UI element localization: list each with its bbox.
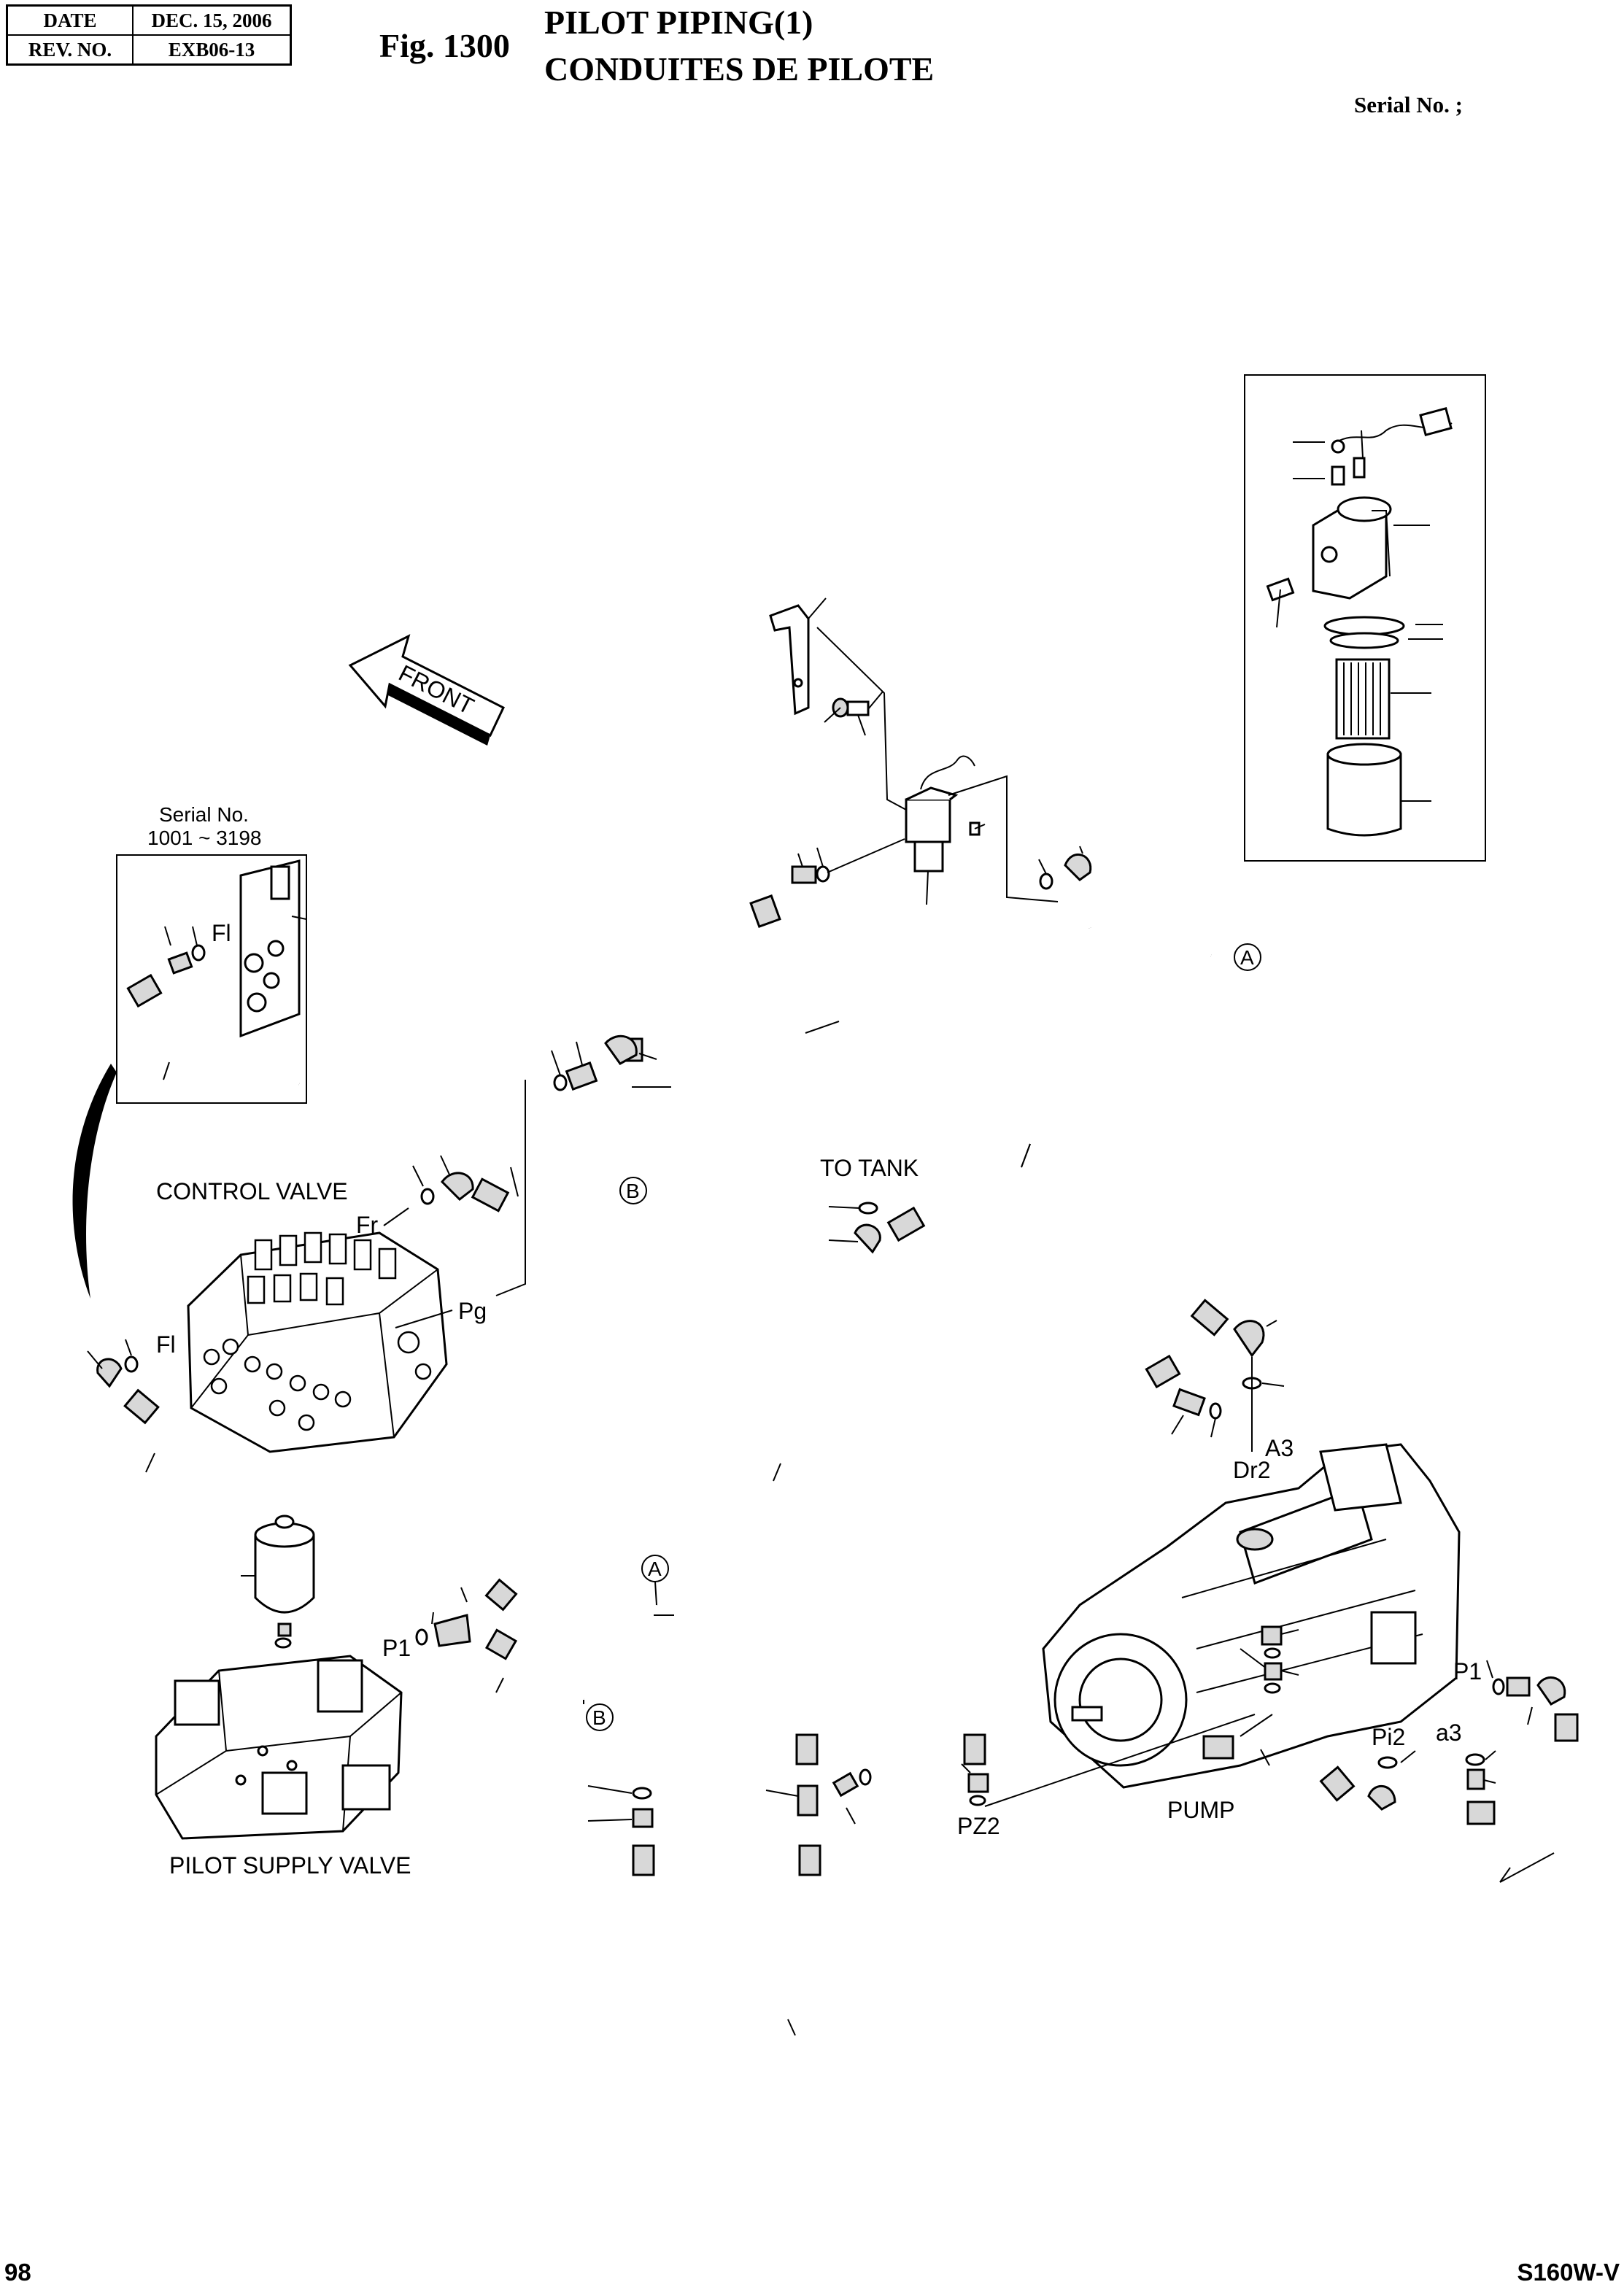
port-p1-pump: P1 bbox=[1453, 1658, 1482, 1684]
port-fr: Fr bbox=[356, 1212, 379, 1238]
date-value: DEC. 15, 2006 bbox=[132, 4, 292, 36]
revision-table: DATE DEC. 15, 2006 REV. NO. EXB06-13 bbox=[6, 4, 292, 66]
callout-a-lower: A bbox=[641, 1555, 669, 1582]
port-a3: A3 bbox=[1265, 1435, 1294, 1461]
a3-fittings: A3 Dr2 bbox=[1171, 1320, 1294, 1483]
callout-b-upper: B bbox=[619, 1177, 647, 1204]
title-french: CONDUITES DE PILOTE bbox=[544, 50, 935, 88]
port-a3-lower: a3 bbox=[1436, 1720, 1462, 1746]
control-valve-fittings bbox=[87, 1034, 671, 1388]
callout-a-upper: A bbox=[1234, 943, 1261, 971]
pressure-switch-assembly bbox=[769, 597, 1059, 905]
port-dr2: Dr2 bbox=[1233, 1457, 1271, 1483]
date-label: DATE bbox=[6, 4, 134, 36]
control-valve: CONTROL VALVE Fr Pg Fl bbox=[156, 1178, 487, 1453]
pilot-supply-valve-label: PILOT SUPPLY VALVE bbox=[169, 1852, 411, 1879]
port-pz2: PZ2 bbox=[957, 1813, 1000, 1839]
inset-pointer-arrow bbox=[72, 1064, 117, 1299]
rev-label: REV. NO. bbox=[6, 34, 134, 66]
callout-b-lower-text: B bbox=[592, 1706, 606, 1729]
title-english: PILOT PIPING(1) bbox=[544, 4, 813, 41]
hydraulic-pump: PUMP bbox=[1042, 1443, 1461, 1823]
model-number: S160W-V bbox=[1517, 2259, 1620, 2286]
port-pi2: Pi2 bbox=[1372, 1724, 1405, 1750]
page-number: 98 bbox=[4, 2259, 31, 2286]
pump-label: PUMP bbox=[1167, 1797, 1234, 1823]
switch-fittings bbox=[791, 838, 1092, 890]
port-pg: Pg bbox=[458, 1298, 487, 1324]
pump-fittings: P1 Pi2 a3 bbox=[1261, 1625, 1566, 1883]
front-arrow: FRONT bbox=[348, 634, 505, 746]
tank-fittings: TO TANK bbox=[820, 1143, 1031, 1254]
inset-serial-line1: Serial No. bbox=[159, 803, 249, 826]
inset-serial-line2: 1001 ~ 3198 bbox=[147, 827, 262, 849]
to-tank-label: TO TANK bbox=[820, 1155, 919, 1181]
port-fl-inset: Fl bbox=[212, 920, 231, 946]
callout-a-lower-text: A bbox=[648, 1558, 662, 1580]
lower-fittings: PZ2 bbox=[587, 1714, 1256, 2036]
rev-value: EXB06-13 bbox=[132, 34, 292, 66]
filter-inset bbox=[1244, 374, 1486, 862]
callout-b-lower: B bbox=[586, 1703, 614, 1731]
serial-number: Serial No. ; bbox=[1354, 92, 1463, 117]
figure-number: Fig. 1300 bbox=[379, 27, 510, 64]
control-valve-label: CONTROL VALVE bbox=[156, 1178, 348, 1204]
callout-a-upper-text: A bbox=[1240, 946, 1254, 969]
serial-inset: Serial No. 1001 ~ 3198 Fl bbox=[116, 803, 307, 1104]
pilot-supply-valve: PILOT SUPPLY VALVE P1 bbox=[155, 1515, 471, 1879]
callout-b-upper-text: B bbox=[626, 1180, 640, 1202]
port-p1-supply: P1 bbox=[382, 1635, 411, 1661]
port-fl: Fl bbox=[156, 1331, 176, 1358]
